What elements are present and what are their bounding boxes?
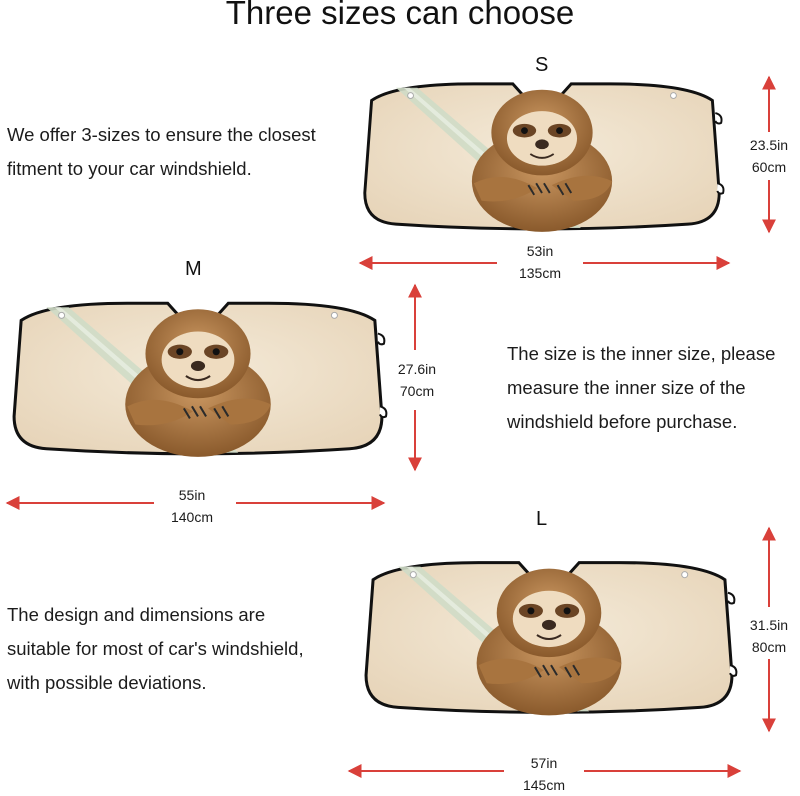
note-line-1: The size is the inner size, please (507, 343, 776, 364)
size-label-l: L (536, 508, 548, 530)
width-arrow-s (358, 256, 731, 270)
intro-text: We offer 3-sizes to ensure the closest f… (7, 118, 316, 186)
note-text: The size is the inner size, please measu… (507, 337, 775, 439)
design-line-3: with possible deviations. (7, 672, 207, 693)
size-label-m: M (185, 258, 202, 280)
width-cm-l: 145cm (522, 777, 566, 793)
width-in-l: 57in (530, 755, 558, 771)
width-cm-m: 140cm (170, 509, 214, 525)
height-arrow-m (408, 283, 422, 472)
intro-line-1: We offer 3-sizes to ensure the closest (7, 124, 316, 145)
width-in-s: 53in (526, 243, 554, 259)
sunshade-small-image (363, 82, 725, 234)
note-line-2: measure the inner size of the (507, 377, 746, 398)
page-title: Three sizes can choose (225, 0, 575, 31)
design-text: The design and dimensions are suitable f… (7, 598, 304, 700)
size-label-s: S (535, 54, 549, 76)
design-line-2: suitable for most of car's windshield, (7, 638, 304, 659)
height-in-s: 23.5in (749, 137, 789, 153)
height-label-l: 31.5in 80cm (738, 614, 800, 658)
width-cm-s: 135cm (518, 265, 562, 281)
design-line-1: The design and dimensions are (7, 604, 266, 625)
width-in-m: 55in (178, 487, 206, 503)
height-in-l: 31.5in (749, 617, 789, 633)
height-label-s: 23.5in 60cm (738, 134, 800, 178)
height-cm-s: 60cm (751, 159, 787, 175)
sunshade-medium-image (12, 301, 389, 459)
width-label-s: 53in 135cm (500, 240, 580, 284)
height-label-m: 27.6in 70cm (386, 358, 448, 402)
width-arrow-l (347, 764, 742, 778)
width-label-m: 55in 140cm (152, 484, 232, 528)
intro-line-2: fitment to your car windshield. (7, 158, 252, 179)
height-in-m: 27.6in (397, 361, 437, 377)
height-cm-m: 70cm (399, 383, 435, 399)
sunshade-large-image (358, 525, 740, 745)
height-cm-l: 80cm (751, 639, 787, 655)
width-arrow-m (5, 496, 386, 510)
width-label-l: 57in 145cm (504, 752, 584, 796)
note-line-3: windshield before purchase. (507, 411, 738, 432)
height-arrow-s (762, 75, 776, 234)
height-arrow-l (762, 526, 776, 733)
